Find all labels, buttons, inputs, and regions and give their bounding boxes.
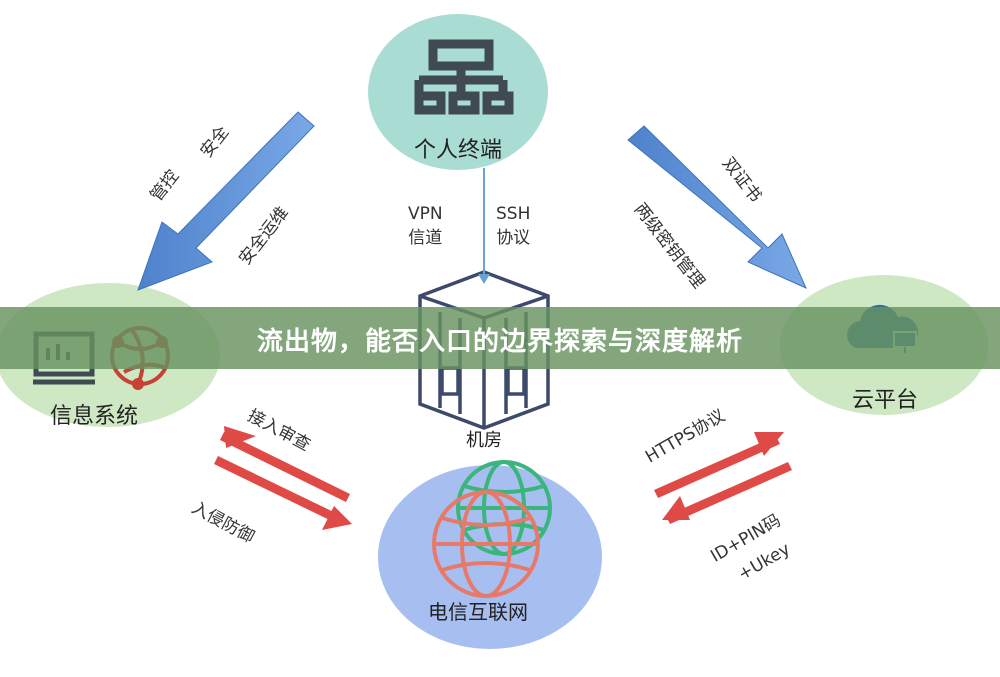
title-banner: 流出物，能否入口的边界探索与深度解析	[0, 307, 1000, 369]
left-red-arrow-2	[214, 456, 346, 526]
ssh-label: SSH 协议	[496, 202, 530, 250]
cloud-label: 云平台	[852, 388, 919, 413]
vpn-label-line2: 信道	[408, 228, 443, 248]
telecom-label: 电信互联网	[428, 600, 528, 624]
vpn-label: VPN 信道	[408, 202, 443, 250]
info-system-label: 信息系统	[50, 404, 139, 429]
left-red-arrow-1-head	[224, 426, 256, 448]
right-red-arrow-2-head	[662, 496, 690, 520]
right-blue-arrow	[627, 125, 807, 289]
right-red-arrow-1-head	[754, 432, 784, 456]
telecom-node-circle	[378, 465, 602, 649]
banner-title: 流出物，能否入口的边界探索与深度解析	[256, 327, 743, 357]
vpn-label-line1: VPN	[408, 204, 443, 224]
left-blue-arrow	[137, 111, 315, 291]
left-red-arrow-1	[220, 432, 350, 502]
ssh-label-line1: SSH	[496, 204, 531, 224]
globe-icon	[432, 460, 552, 598]
ssh-label-line2: 协议	[496, 228, 531, 248]
left-red-arrow-2-head	[322, 506, 352, 530]
terminal-label: 个人终端	[414, 138, 503, 163]
right-red-arrow-1	[654, 436, 780, 498]
connector-arrowhead	[478, 274, 490, 284]
machine-room-label: 机房	[466, 430, 502, 451]
network-tree-icon	[414, 39, 514, 115]
right-red-arrow-2	[666, 462, 792, 524]
